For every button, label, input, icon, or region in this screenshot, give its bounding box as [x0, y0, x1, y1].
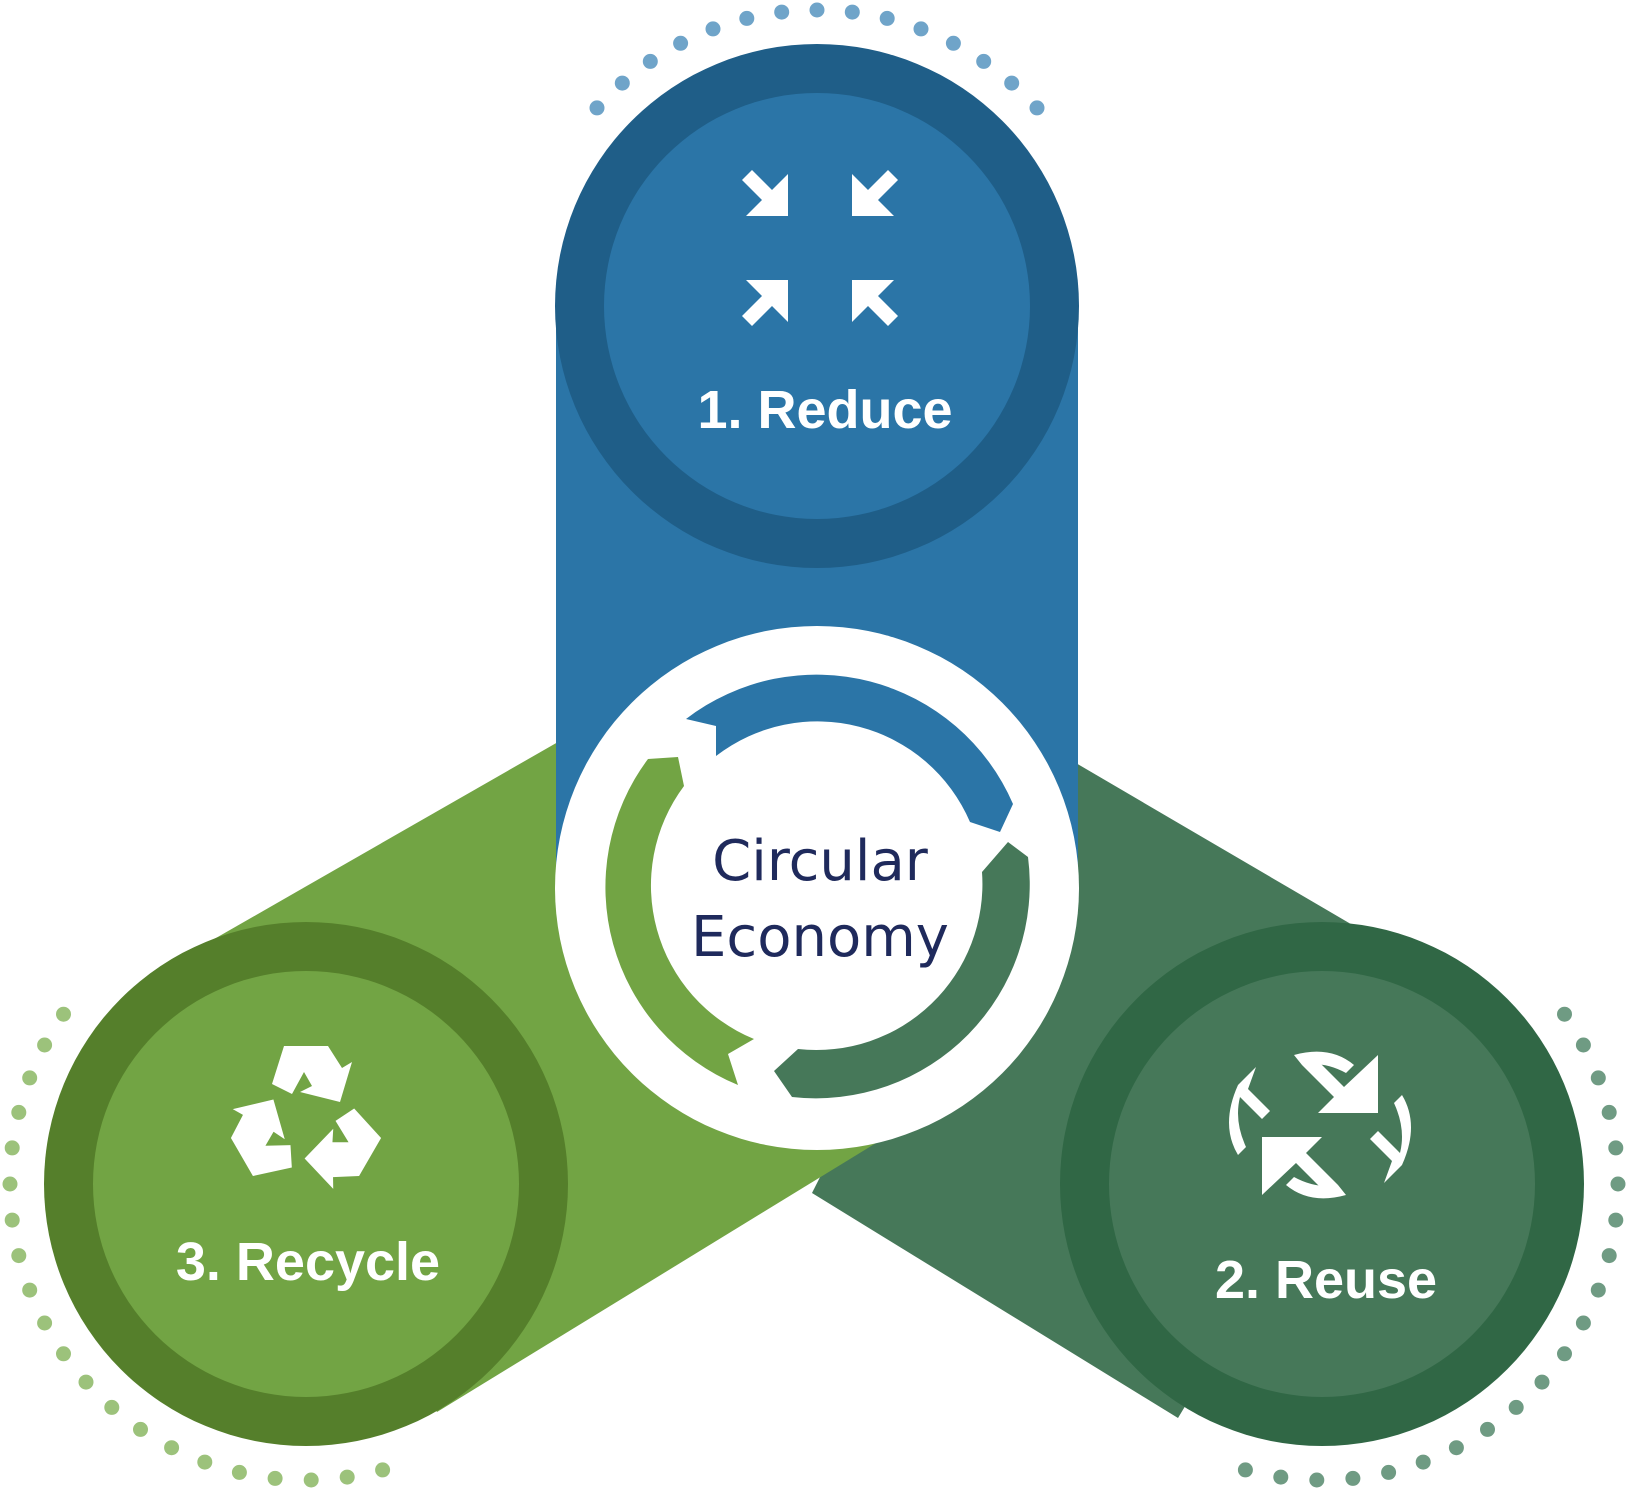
- reuse-dot: [1575, 1315, 1591, 1331]
- reduce-dot: [879, 10, 895, 26]
- recycle-dot: [22, 1070, 38, 1086]
- reduce-dot: [809, 2, 825, 18]
- recycle-dotted-arc: [2, 1006, 391, 1488]
- recycle-icon: [218, 1046, 388, 1197]
- reduce-label: 1. Reduce: [697, 380, 952, 440]
- reduce-node[interactable]: 1. Reduce: [555, 44, 1079, 568]
- cycle-arc-darkgreen: [774, 842, 1030, 1099]
- reduce-dot: [976, 53, 992, 69]
- reuse-dot: [1557, 1006, 1572, 1022]
- recycle-dot: [267, 1470, 283, 1486]
- reduce-dotted-arc: [589, 2, 1045, 116]
- exchange-arrows-icon: [1229, 1051, 1411, 1199]
- center-hub: Circular Economy: [555, 626, 1079, 1150]
- reuse-dot: [1534, 1374, 1550, 1390]
- recycle-disc: [93, 971, 519, 1397]
- reuse-dot: [1601, 1104, 1617, 1120]
- recycle-dot: [339, 1469, 355, 1485]
- reduce-dot: [844, 4, 860, 20]
- recycle-dot: [22, 1282, 38, 1298]
- recycle-dot: [303, 1472, 319, 1488]
- reuse-dot: [1273, 1469, 1289, 1485]
- recycle-dot: [4, 1212, 20, 1228]
- reduce-dot: [705, 21, 721, 37]
- reuse-dot: [1480, 1421, 1495, 1437]
- recycle-dot: [4, 1140, 20, 1156]
- recycle-dot: [78, 1374, 94, 1390]
- reuse-dot: [1590, 1070, 1606, 1086]
- recycle-dot: [197, 1454, 213, 1470]
- reuse-dot: [1601, 1248, 1617, 1264]
- recycle-node[interactable]: 3. Recycle: [44, 922, 568, 1446]
- reduce-dot: [945, 35, 961, 51]
- reuse-dot: [1381, 1464, 1397, 1480]
- reuse-node[interactable]: 2. Reuse: [1060, 922, 1584, 1446]
- reduce-dot: [774, 4, 790, 20]
- recycle-dot: [37, 1315, 53, 1331]
- cycle-arc-blue: [686, 674, 1013, 832]
- reuse-dot: [1415, 1454, 1431, 1470]
- center-title-line2: Economy: [691, 905, 949, 970]
- reduce-disc: [604, 93, 1030, 519]
- recycle-dot: [133, 1421, 148, 1437]
- recycle-dot: [375, 1462, 391, 1478]
- reuse-dot: [1608, 1212, 1624, 1228]
- recycle-dot: [56, 1346, 71, 1362]
- cycle-arc-lightgreen: [605, 757, 754, 1085]
- recycle-dot: [231, 1464, 247, 1480]
- reduce-dot: [673, 35, 689, 51]
- reuse-dot: [1309, 1472, 1325, 1488]
- recycle-dot: [104, 1399, 120, 1415]
- recycle-dot: [11, 1104, 27, 1120]
- reduce-dot: [1004, 75, 1020, 91]
- reuse-dot: [1610, 1176, 1626, 1192]
- recycle-dot: [56, 1006, 71, 1022]
- reuse-label: 2. Reuse: [1215, 1250, 1437, 1310]
- compress-arrows-icon: [742, 170, 898, 326]
- reuse-dot: [1608, 1140, 1624, 1156]
- reuse-dot: [1557, 1346, 1572, 1362]
- reuse-dotted-arc: [1237, 1006, 1626, 1488]
- reuse-dot: [1237, 1462, 1253, 1478]
- reduce-dot: [642, 53, 658, 69]
- reduce-dot: [913, 21, 929, 37]
- reduce-dot: [739, 10, 755, 26]
- reduce-dot: [614, 75, 630, 91]
- reuse-dot: [1345, 1470, 1361, 1486]
- reuse-dot: [1508, 1399, 1524, 1415]
- reuse-dot: [1448, 1440, 1464, 1456]
- reduce-dot: [1029, 100, 1045, 116]
- recycle-dot: [37, 1037, 53, 1053]
- reduce-dot: [589, 100, 605, 116]
- recycle-dot: [2, 1176, 18, 1192]
- center-title-line1: Circular: [712, 829, 929, 894]
- reuse-dot: [1590, 1282, 1606, 1298]
- reuse-dot: [1575, 1037, 1591, 1053]
- recycle-dot: [164, 1440, 180, 1456]
- recycle-dot: [11, 1248, 27, 1264]
- recycle-label: 3. Recycle: [176, 1232, 440, 1292]
